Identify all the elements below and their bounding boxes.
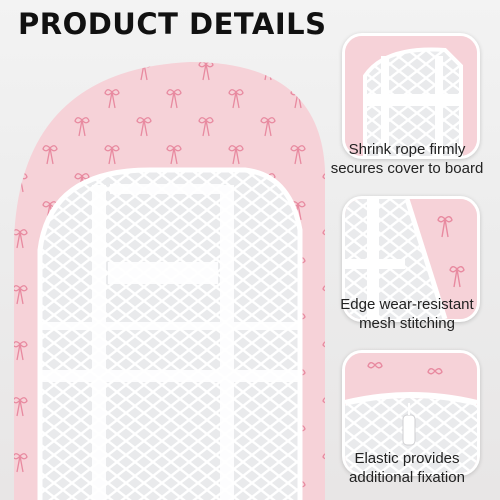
- detail-photo-elastic: [342, 350, 480, 476]
- detail-caption-shrink-rope: Shrink rope firmly secures cover to boar…: [330, 141, 484, 177]
- detail-caption-mesh-stitching: Edge wear-resistant mesh stitching: [340, 296, 474, 332]
- page-title: PRODUCT DETAILS: [18, 7, 327, 41]
- detail-caption-elastic: Elastic provides additional fixation: [349, 450, 465, 486]
- detail-photo-mesh-stitching: [342, 196, 480, 322]
- detail-photo-shrink-rope: [342, 33, 480, 159]
